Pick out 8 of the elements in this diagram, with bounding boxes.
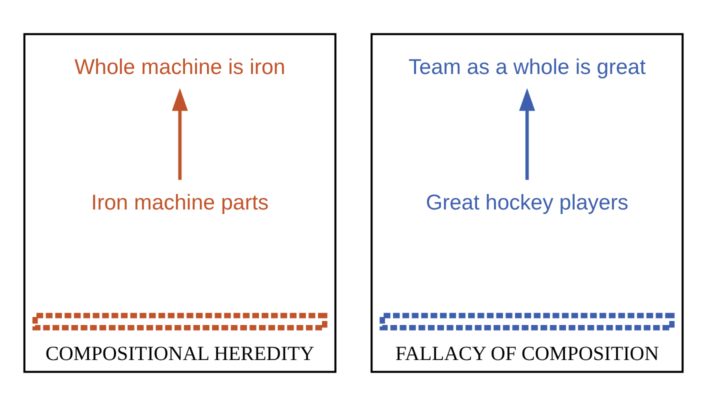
node-text: Whole machine is iron [74, 54, 286, 79]
arrow [172, 88, 188, 180]
node-text: Iron machine parts [91, 190, 269, 214]
node-bar [380, 312, 675, 330]
node-text: Team as a whole is great [408, 54, 646, 79]
node-bar [32, 312, 328, 330]
arrow [519, 88, 536, 180]
node-text: Great hockey players [426, 190, 628, 214]
